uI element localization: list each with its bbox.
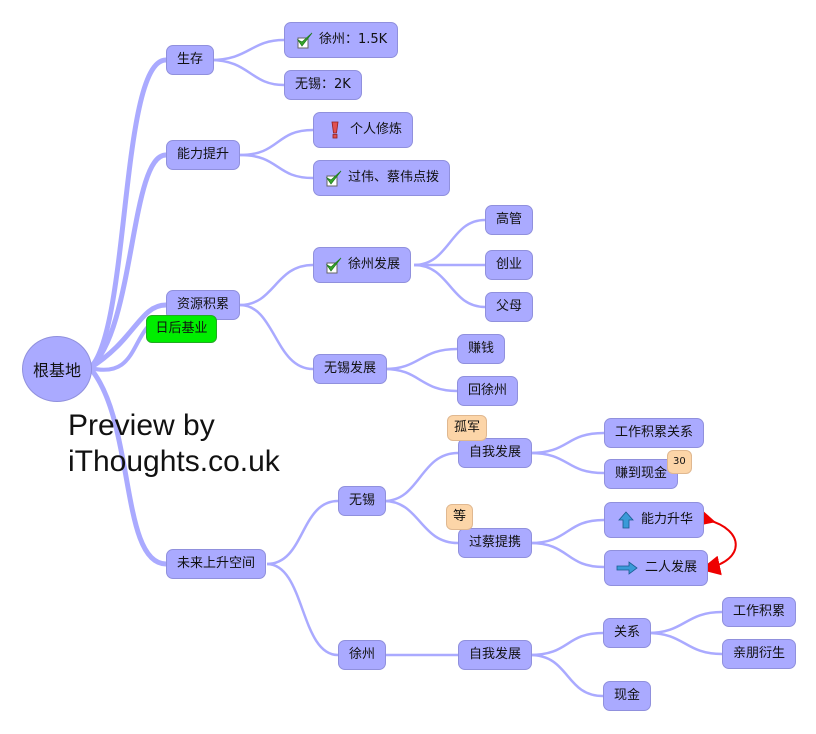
node-work-accumulation[interactable]: 工作积累 — [722, 597, 797, 627]
node-ability[interactable]: 能力提升 — [166, 140, 241, 170]
node-label: 能力提升 — [177, 147, 230, 162]
node-earn-cash[interactable]: 赚到现金 — [604, 459, 679, 489]
node-label: 未来上升空间 — [177, 556, 256, 571]
node-label: 个人修炼 — [350, 122, 403, 137]
node-wuxi-self-development[interactable]: 自我发展 — [458, 438, 533, 468]
node-label: 无锡发展 — [324, 361, 377, 376]
node-survival[interactable]: 生存 — [166, 45, 215, 75]
node-family-friends[interactable]: 亲朋衍生 — [722, 639, 797, 669]
node-label: 过蔡提携 — [469, 535, 522, 550]
up-arrow-icon — [618, 511, 634, 529]
callout-thirty: 30 — [667, 450, 692, 474]
node-startup[interactable]: 创业 — [485, 250, 534, 280]
node-future[interactable]: 未来上升空间 — [166, 549, 267, 579]
node-cash[interactable]: 现金 — [603, 681, 652, 711]
node-relations[interactable]: 关系 — [603, 618, 652, 648]
node-work-relations[interactable]: 工作积累关系 — [604, 418, 705, 448]
node-label: 回徐州 — [468, 383, 508, 398]
exclamation-icon — [331, 121, 339, 139]
node-label: 无锡 — [349, 493, 376, 508]
node-earn-money[interactable]: 赚钱 — [457, 334, 506, 364]
right-arrow-icon — [616, 561, 638, 575]
node-joint-development[interactable]: 二人发展 — [604, 550, 709, 586]
node-label: 赚到现金 — [615, 466, 668, 481]
node-label: 创业 — [496, 257, 523, 272]
node-wuxi-salary[interactable]: 无锡：2K — [284, 70, 362, 100]
node-parents[interactable]: 父母 — [485, 292, 534, 322]
node-future-wuxi[interactable]: 无锡 — [338, 486, 387, 516]
node-label: 徐州：1.5K — [319, 32, 388, 47]
node-label: 二人发展 — [645, 560, 698, 575]
node-label: 高管 — [496, 212, 523, 227]
node-return-xuzhou[interactable]: 回徐州 — [457, 376, 519, 406]
checkmark-icon — [296, 32, 313, 49]
root-label: 根基地 — [32, 361, 81, 380]
callout-wait: 等 — [446, 504, 474, 530]
node-xuzhou-salary[interactable]: 徐州：1.5K — [284, 22, 399, 58]
node-cai-support[interactable]: 过蔡提携 — [458, 528, 533, 558]
node-label: 徐州发展 — [348, 257, 401, 272]
node-label: 自我发展 — [469, 647, 522, 662]
node-label: 过伟、蔡伟点拨 — [348, 170, 440, 185]
node-label: 无锡：2K — [295, 77, 351, 92]
node-label: 工作积累关系 — [615, 425, 694, 440]
node-label: 现金 — [614, 688, 641, 703]
relationship-arrow[interactable] — [693, 507, 737, 576]
checkmark-icon — [325, 257, 342, 274]
node-wuxi-development[interactable]: 无锡发展 — [313, 354, 388, 384]
callout-alone: 孤军 — [447, 415, 488, 441]
node-label: 资源积累 — [177, 297, 230, 312]
watermark-line-1: Preview by — [68, 409, 215, 442]
node-executive[interactable]: 高管 — [485, 205, 534, 235]
watermark-line-2: iThoughts.co.uk — [68, 445, 280, 478]
node-label: 生存 — [177, 52, 204, 67]
checkmark-icon — [325, 170, 342, 187]
node-mentorship[interactable]: 过伟、蔡伟点拨 — [313, 160, 451, 196]
node-label: 自我发展 — [469, 445, 522, 460]
root-node[interactable]: 根基地 — [22, 336, 92, 402]
node-label: 能力升华 — [641, 512, 694, 527]
preview-watermark: Preview by iThoughts.co.uk — [68, 408, 280, 480]
node-xuzhou-self-development[interactable]: 自我发展 — [458, 640, 533, 670]
node-label: 工作积累 — [733, 604, 786, 619]
node-self-cultivation[interactable]: 个人修炼 — [313, 112, 414, 148]
node-label: 父母 — [496, 299, 523, 314]
resources-tag: 日后基业 — [146, 315, 217, 343]
node-future-xuzhou[interactable]: 徐州 — [338, 640, 387, 670]
node-label: 赚钱 — [468, 341, 495, 356]
node-label: 关系 — [614, 625, 641, 640]
node-ability-sublimation[interactable]: 能力升华 — [604, 502, 705, 538]
node-label: 亲朋衍生 — [733, 646, 786, 661]
node-xuzhou-development[interactable]: 徐州发展 — [313, 247, 412, 283]
node-label: 徐州 — [349, 647, 376, 662]
